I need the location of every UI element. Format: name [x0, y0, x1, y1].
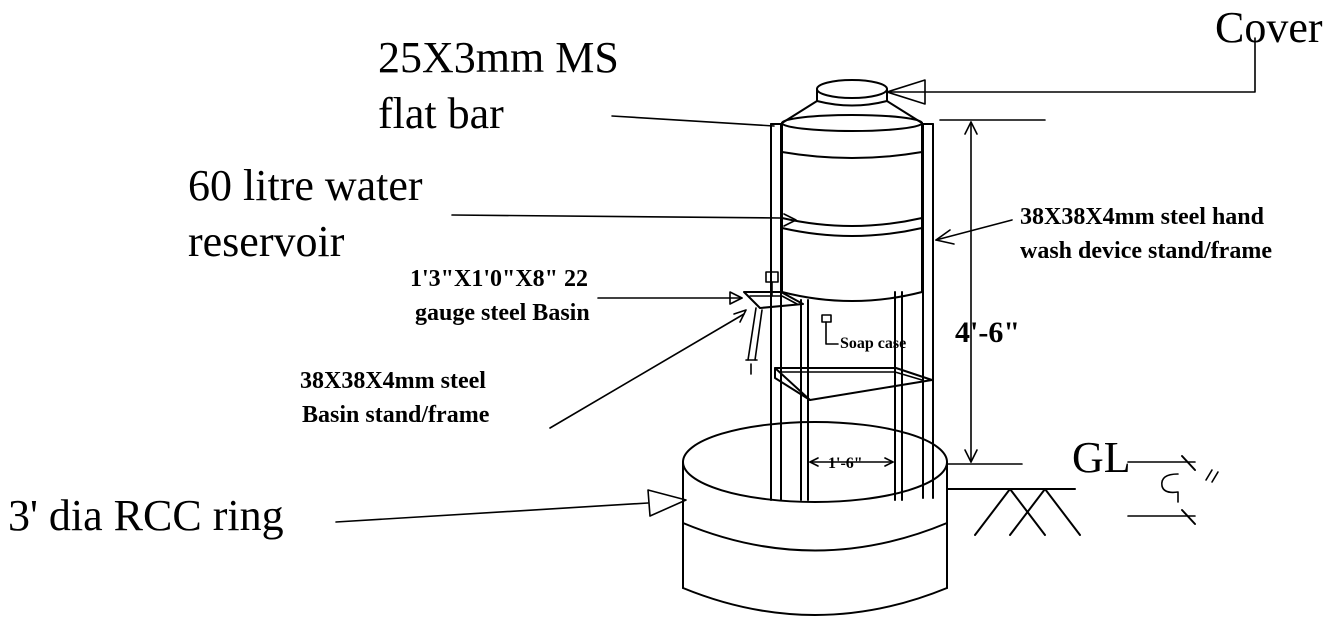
basin-stand-shelf [774, 367, 933, 401]
ground-level-symbol [947, 455, 1219, 536]
steel-basin [743, 271, 804, 375]
soap-case-label: Soap case [840, 335, 906, 352]
height-dimension [939, 119, 1046, 465]
rcc-ring [682, 421, 948, 616]
stand-label-line2: wash device stand/frame [1020, 238, 1272, 264]
basin-stand-label-line1: 38X38X4mm steel [300, 368, 486, 394]
basin-stand-leader [549, 309, 747, 429]
cover-label: Cover [1215, 3, 1323, 52]
height-dimension-label: 4'-6" [955, 316, 1020, 349]
basin-label-line2: gauge steel Basin [415, 300, 590, 326]
flat-bar-label-line1: 25X3mm MS [378, 33, 619, 82]
width-dimension [809, 457, 894, 467]
flat-bar-label-line2: flat bar [378, 89, 504, 138]
reservoir-label-line1: 60 litre water [188, 161, 423, 210]
water-reservoir [781, 79, 923, 302]
ring-leader [335, 489, 687, 523]
ground-level-label: GL [1072, 433, 1131, 482]
flat-bar-leader [611, 115, 775, 127]
reservoir-leader [451, 213, 797, 227]
basin-stand-label-line2: Basin stand/frame [302, 402, 490, 428]
cover-leader [886, 37, 1256, 105]
width-dimension-label: 1'-6" [828, 455, 863, 472]
stand-frame [770, 123, 934, 501]
ring-label: 3' dia RCC ring [8, 491, 284, 540]
reservoir-label-line2: reservoir [188, 217, 345, 266]
basin-leader [597, 291, 743, 305]
basin-label-line1: 1'3"X1'0"X8" 22 [410, 266, 588, 292]
stand-leader [935, 219, 1013, 245]
stand-label-line1: 38X38X4mm steel hand [1020, 204, 1265, 230]
soap-case [821, 314, 839, 345]
